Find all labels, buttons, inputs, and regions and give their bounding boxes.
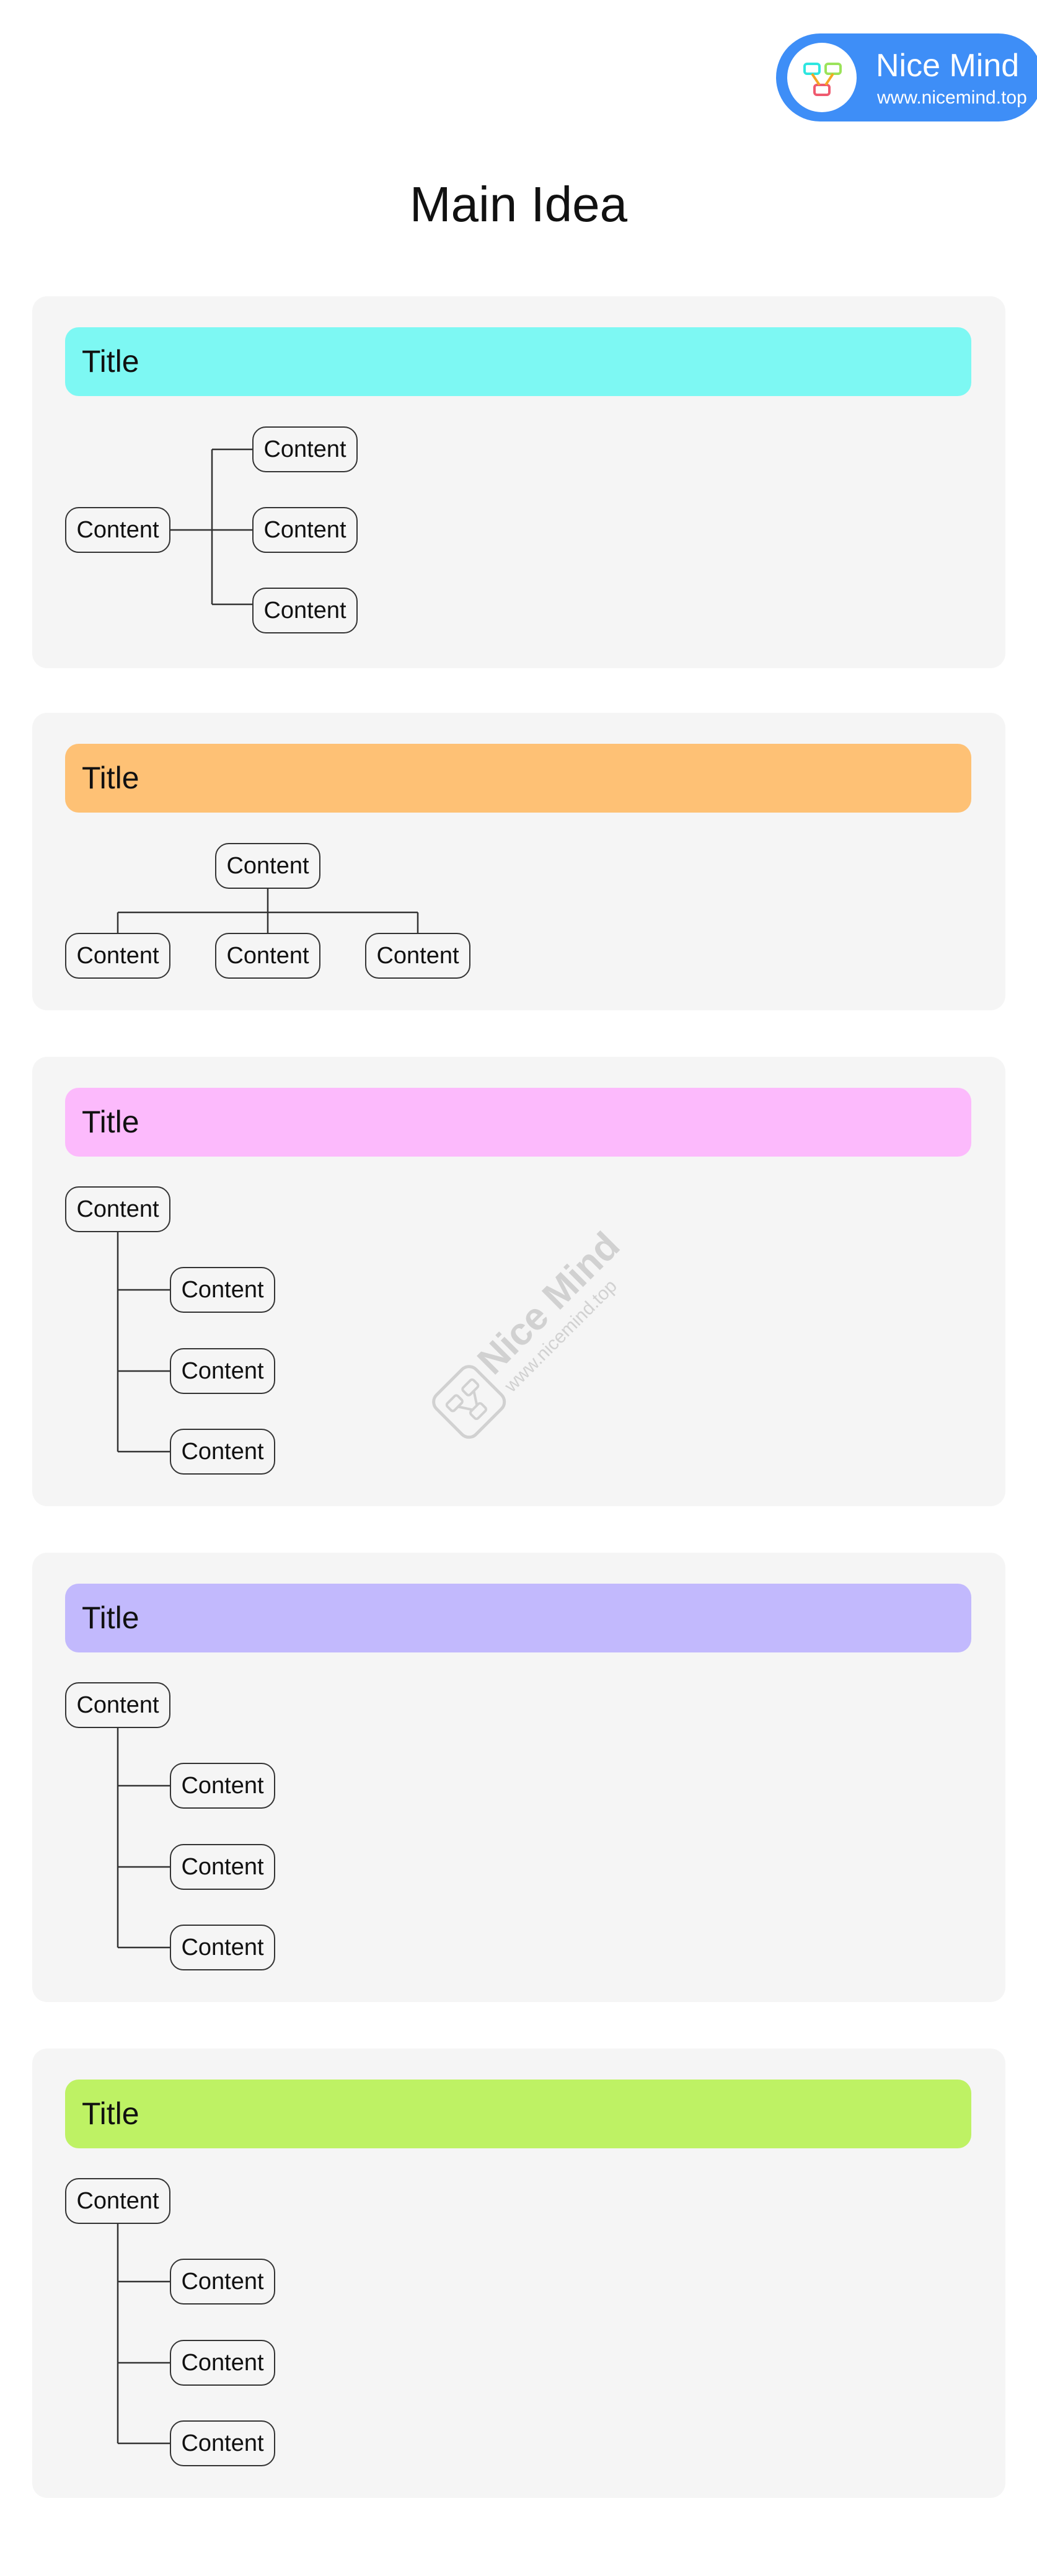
child-node[interactable]: Content	[170, 2420, 275, 2466]
child-node[interactable]: Content	[170, 2340, 275, 2386]
section-title-bar: Title	[65, 744, 971, 813]
child-node[interactable]: Content	[252, 588, 358, 633]
child-node[interactable]: Content	[252, 426, 358, 472]
connector-lines	[170, 448, 252, 606]
root-node[interactable]: Content	[65, 1682, 170, 1728]
brand-name: Nice Mind	[876, 48, 1020, 84]
section-card-4: Title Content Content Content Content	[32, 1553, 1005, 2002]
child-node[interactable]: Content	[252, 507, 358, 553]
section-title: Title	[82, 1105, 139, 1139]
section-card-2: Title Content Content Content Content	[32, 713, 1005, 1010]
root-node[interactable]: Content	[65, 507, 170, 553]
section-title-bar: Title	[65, 1584, 971, 1652]
child-node[interactable]: Content	[170, 1763, 275, 1809]
main-idea-title: Main Idea	[409, 177, 628, 232]
section-title-bar: Title	[65, 1088, 971, 1157]
nicemind-logo-icon	[787, 43, 857, 112]
section-title: Title	[82, 1600, 139, 1635]
section-card-5: Title Content Content Content Content	[32, 2049, 1005, 2498]
section-title: Title	[82, 761, 139, 795]
child-node[interactable]: Content	[170, 1925, 275, 1970]
child-node[interactable]: Content	[365, 933, 470, 979]
section-title-bar: Title	[65, 2080, 971, 2148]
brand-url: www.nicemind.top	[877, 87, 1027, 108]
section-title-bar: Title	[65, 327, 971, 396]
root-node[interactable]: Content	[65, 1186, 170, 1232]
child-node[interactable]: Content	[170, 1429, 275, 1475]
child-node[interactable]: Content	[170, 1844, 275, 1890]
brand-badge[interactable]: Nice Mind www.nicemind.top	[776, 33, 1037, 121]
connector-lines	[117, 1232, 170, 1453]
child-node[interactable]: Content	[65, 933, 170, 979]
child-node[interactable]: Content	[170, 2259, 275, 2305]
root-node[interactable]: Content	[215, 843, 320, 889]
section-title: Title	[82, 344, 139, 379]
section-card-3: Title Content Content Content Content	[32, 1057, 1005, 1506]
connector-lines	[117, 1728, 170, 1949]
section-card-1: Title Content Content Content Content	[32, 296, 1005, 668]
connector-lines	[117, 2224, 170, 2445]
root-node[interactable]: Content	[65, 2178, 170, 2224]
child-node[interactable]: Content	[170, 1267, 275, 1313]
connector-lines	[117, 888, 419, 933]
section-title: Title	[82, 2096, 139, 2131]
child-node[interactable]: Content	[170, 1348, 275, 1394]
child-node[interactable]: Content	[215, 933, 320, 979]
